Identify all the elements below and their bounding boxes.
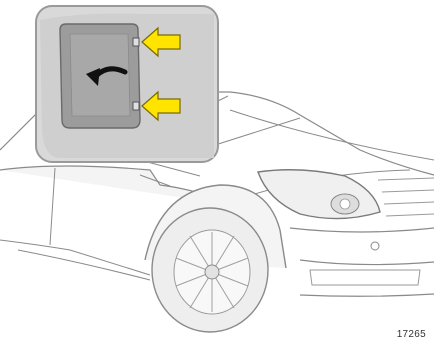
bottom-clip — [133, 102, 139, 110]
grille — [378, 178, 434, 216]
figure-number: 17265 — [397, 329, 426, 340]
wheel-hub — [205, 265, 219, 279]
headlight — [258, 170, 380, 219]
fog-light — [371, 242, 379, 250]
top-clip — [133, 38, 139, 46]
bumper-intake — [310, 270, 420, 285]
car-sill — [0, 240, 150, 275]
headlight-bulb — [340, 199, 350, 209]
front-bumper — [290, 228, 434, 296]
detail-inset — [36, 6, 218, 162]
